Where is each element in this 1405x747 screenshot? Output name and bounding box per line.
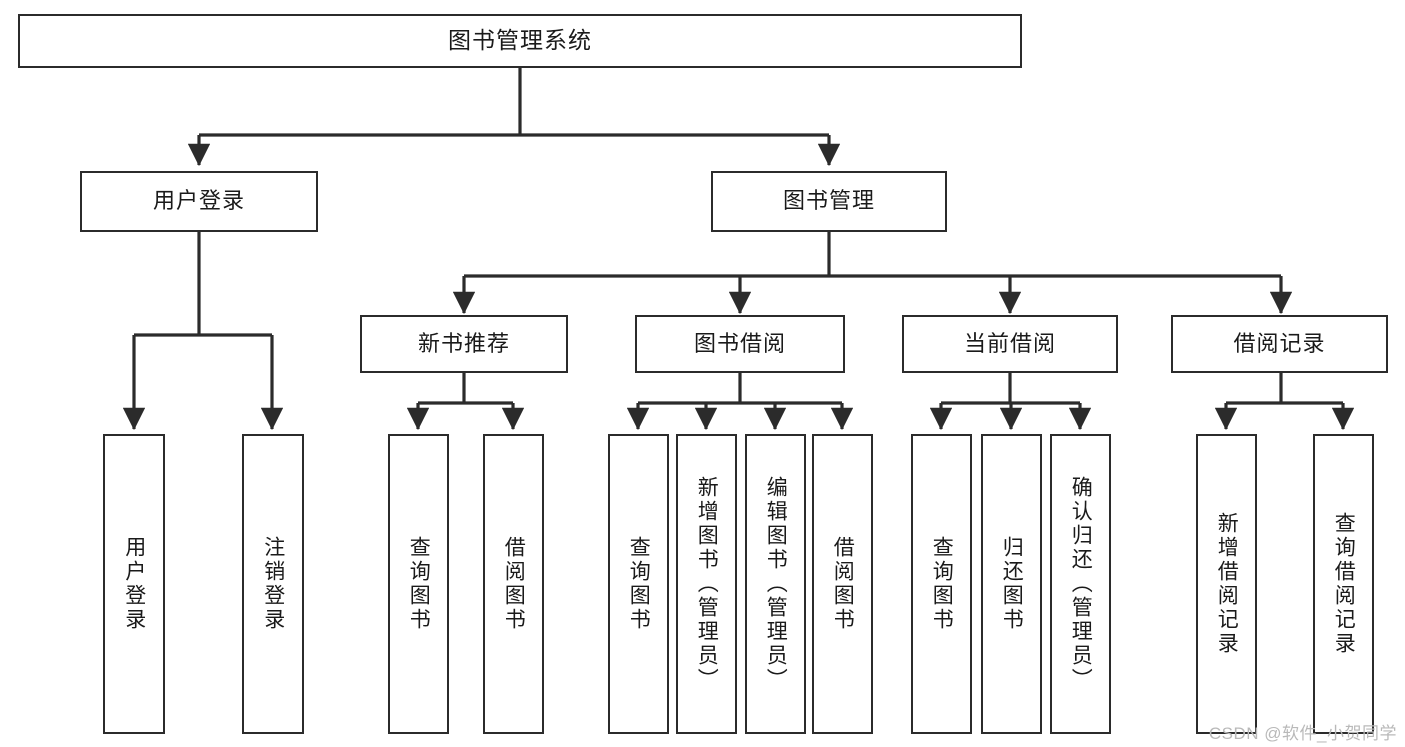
node-leaf-user-login[interactable]: 用户登录 [103,434,165,734]
node-label: 查询图书 [930,536,954,632]
node-label: 借阅记录 [1233,330,1326,356]
node-root-system[interactable]: 图书管理系统 [18,14,1022,68]
node-leaf-borrow-book-1[interactable]: 借阅图书 [483,434,544,734]
node-label: 查询图书 [627,536,651,632]
node-label: 用户登录 [122,536,146,632]
node-current-borrow[interactable]: 当前借阅 [902,315,1118,373]
node-leaf-borrow-book-2[interactable]: 借阅图书 [812,434,873,734]
node-user-login[interactable]: 用户登录 [80,171,318,232]
node-label: 归还图书 [1000,536,1024,632]
node-label: 新书推荐 [417,330,510,356]
node-label: 当前借阅 [963,330,1056,356]
node-label: 注销登录 [261,536,285,632]
node-label: 编辑图书（管理员） [764,476,788,692]
node-leaf-confirm-return[interactable]: 确认归还（管理员） [1050,434,1111,734]
node-label: 查询借阅记录 [1332,512,1356,656]
node-label: 图书管理 [782,188,875,214]
node-borrow-record[interactable]: 借阅记录 [1171,315,1388,373]
node-leaf-edit-book[interactable]: 编辑图书（管理员） [745,434,806,734]
node-new-book-recommend[interactable]: 新书推荐 [360,315,568,373]
node-leaf-return-book[interactable]: 归还图书 [981,434,1042,734]
node-label: 新增借阅记录 [1215,512,1239,656]
node-leaf-add-book[interactable]: 新增图书（管理员） [676,434,737,734]
node-label: 用户登录 [152,188,245,214]
node-leaf-query-record[interactable]: 查询借阅记录 [1313,434,1374,734]
node-leaf-add-record[interactable]: 新增借阅记录 [1196,434,1257,734]
node-leaf-query-book-1[interactable]: 查询图书 [388,434,449,734]
node-leaf-query-book-3[interactable]: 查询图书 [911,434,972,734]
node-leaf-query-book-2[interactable]: 查询图书 [608,434,669,734]
node-label: 确认归还（管理员） [1069,476,1093,692]
node-label: 借阅图书 [831,536,855,632]
node-label: 新增图书（管理员） [695,476,719,692]
node-leaf-logout-login[interactable]: 注销登录 [242,434,304,734]
node-book-manage[interactable]: 图书管理 [711,171,947,232]
node-label: 图书管理系统 [448,27,592,54]
node-label: 借阅图书 [502,536,526,632]
node-label: 查询图书 [407,536,431,632]
node-label: 图书借阅 [693,330,786,356]
node-book-borrow[interactable]: 图书借阅 [635,315,845,373]
